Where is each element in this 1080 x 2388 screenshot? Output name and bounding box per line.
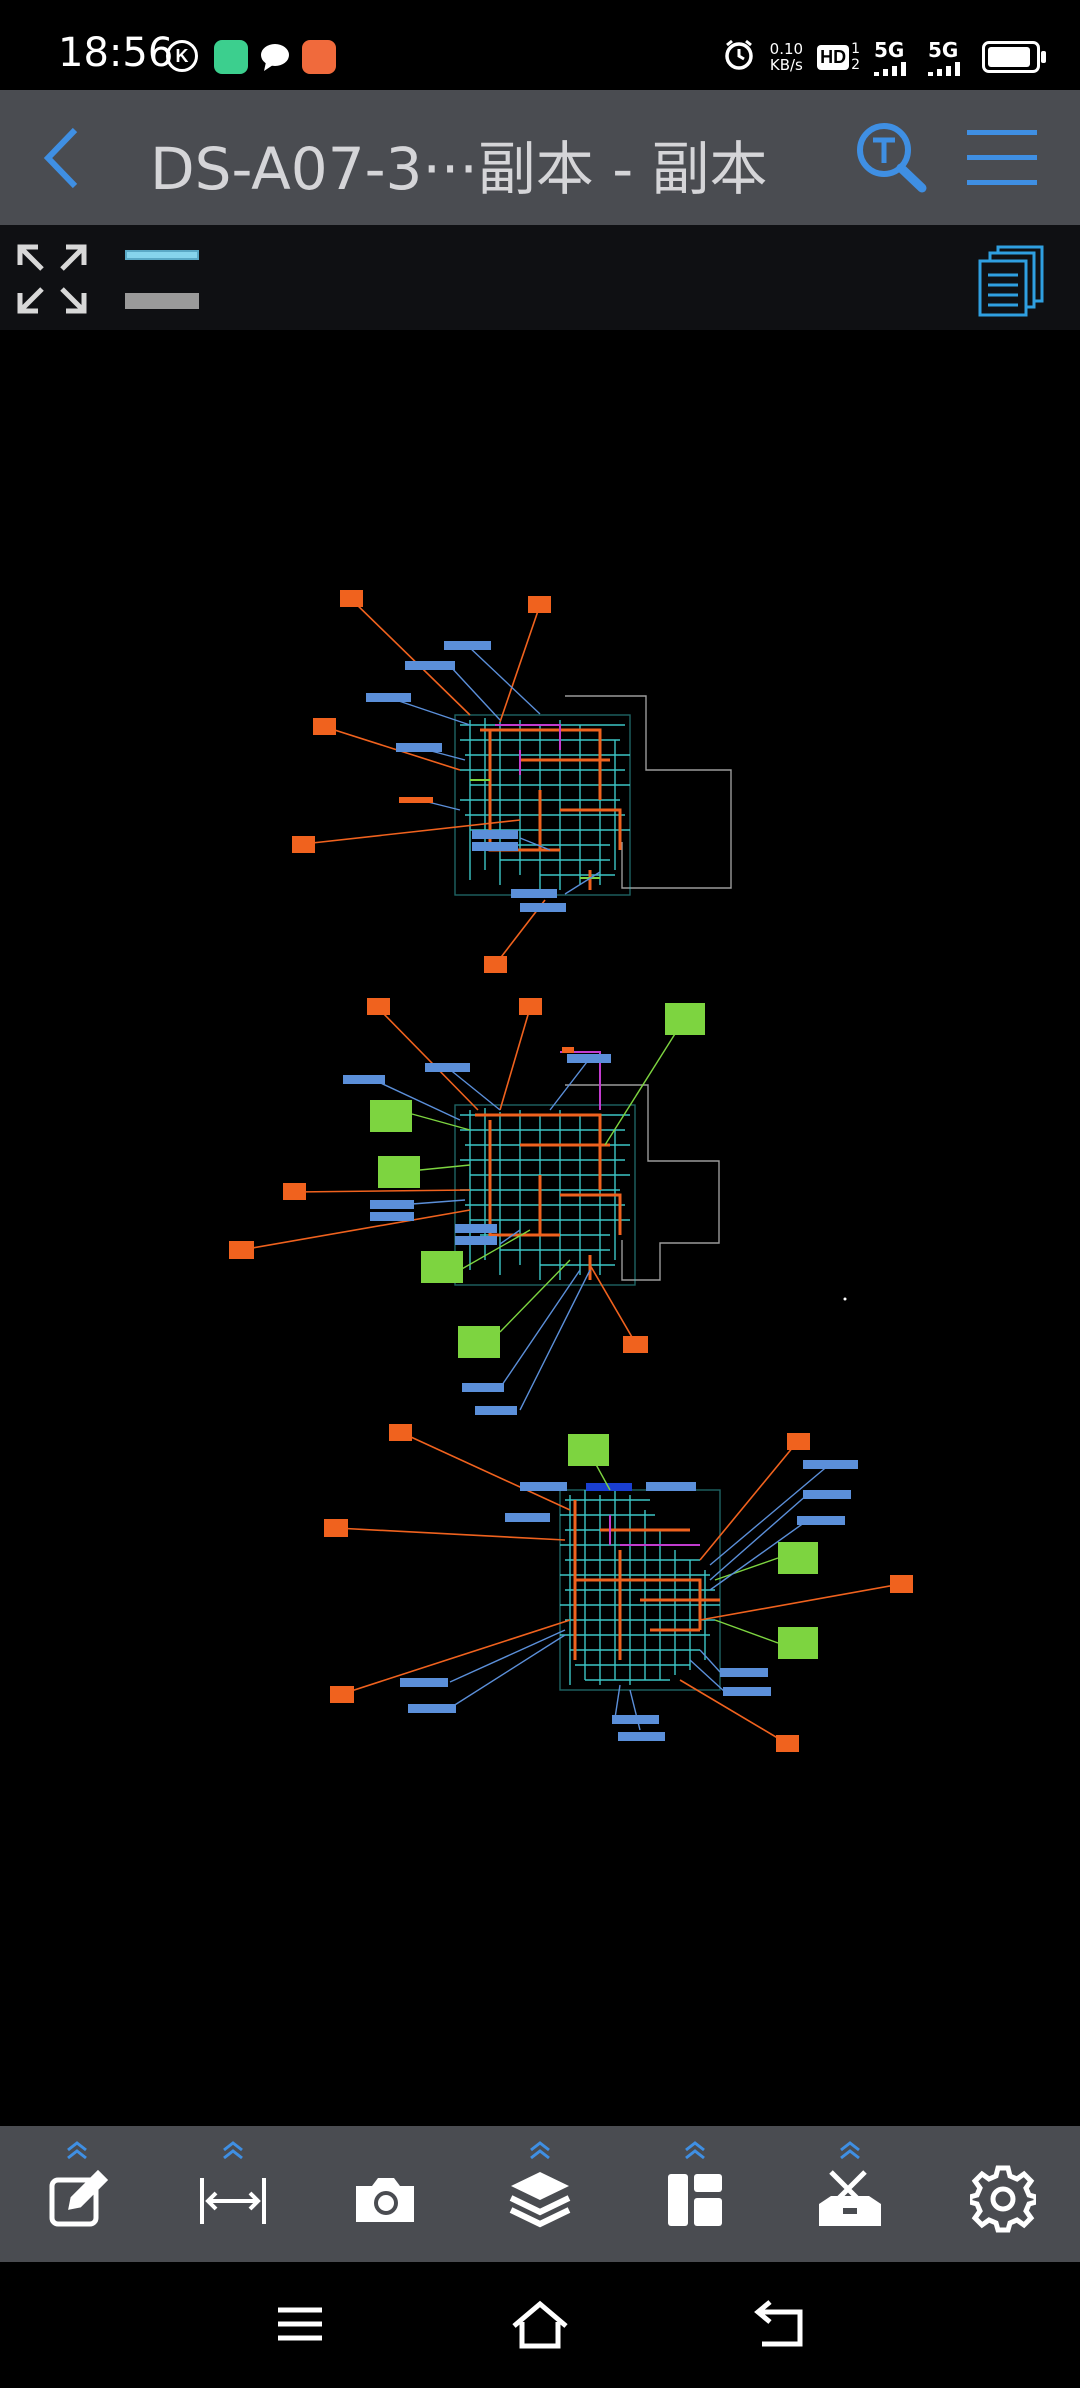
system-nav-bar [0,2262,1080,2388]
chevron-up-icon [67,2141,87,2160]
chevron-left-icon [43,127,78,189]
chevron-up-icon [223,2141,243,2160]
tools-box-icon [819,2170,881,2226]
net-speed: 0.10 KB/s [770,41,803,73]
text-search-icon [857,123,927,193]
signal-2: 5G [928,38,968,76]
measure-distance-icon [200,2178,266,2224]
chevron-up-icon [530,2141,550,2160]
settings-gear-icon [970,2165,1036,2233]
drawing-canvas[interactable] [0,330,1080,2126]
signal-bars-icon [928,62,960,76]
tools-button[interactable] [795,2126,905,2262]
nav-back-button[interactable] [750,2296,810,2352]
back-button[interactable] [30,122,100,192]
layer-swatch-inactive[interactable] [125,293,199,309]
home-icon [512,2300,568,2349]
camera-icon [356,2178,414,2222]
layers-button[interactable] [485,2126,595,2262]
edit-annotate-icon [49,2169,109,2227]
app-icon-green [214,40,248,74]
layout-icon [668,2174,722,2226]
chevron-up-icon [840,2141,860,2160]
fit-to-screen-icon [17,244,87,314]
floor-plan-1 [302,597,732,966]
recent-apps-button[interactable] [270,2296,330,2352]
signal-1: 5G [874,38,914,76]
hd-label: HD [817,44,850,70]
fit-to-screen-button[interactable] [16,243,88,315]
measure-distance-button[interactable] [178,2126,288,2262]
chevron-up-icon [685,2141,705,2160]
labels-plan-3 [324,1424,913,1752]
page-list-icon [978,245,1044,317]
hamburger-menu-icon [967,130,1037,185]
floor-plan-2 [240,1007,720,1411]
alarm-icon [722,38,756,77]
floor-plan-3 [335,1431,902,1744]
back-icon [754,2300,803,2347]
labels-plan-2 [229,998,705,1415]
recent-apps-icon [278,2307,322,2341]
cad-drawing [229,590,913,1752]
menu-button[interactable] [962,120,1042,196]
home-button[interactable] [510,2296,570,2352]
net-speed-unit: KB/s [769,56,803,74]
text-search-button[interactable] [852,120,928,196]
app-icon-red [302,40,336,74]
message-bubble-icon [258,40,292,74]
bottom-toolbar [0,2126,1080,2262]
battery-icon [982,41,1046,73]
layout-button[interactable] [640,2126,750,2262]
net-speed-value: 0.10 [769,40,804,58]
signal-bars-icon [874,62,906,76]
labels-plan-1 [292,590,566,973]
edit-annotate-button[interactable] [22,2126,132,2262]
view-toolbar [0,225,1080,330]
camera-button[interactable] [330,2126,440,2262]
layers-icon [509,2172,571,2228]
title-bar: DS-A07-3···副本 - 副本 [0,90,1080,225]
page-title: DS-A07-3···副本 - 副本 [150,135,768,203]
layer-swatch-active[interactable] [125,250,199,260]
status-time: 18:56 [58,30,174,76]
settings-button[interactable] [948,2126,1058,2262]
page-list-button[interactable] [976,245,1048,317]
k-icon: K [166,40,198,72]
